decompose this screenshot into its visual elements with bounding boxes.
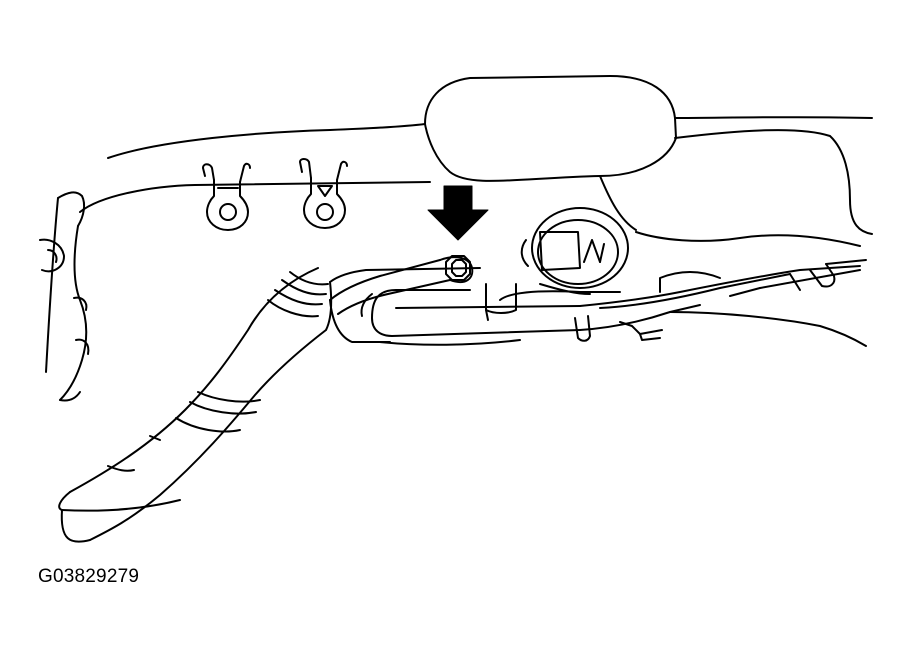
right-pipe-bracket <box>636 232 860 296</box>
left-side-structure <box>40 192 88 400</box>
main-hose <box>59 268 331 542</box>
pipe-assembly <box>330 260 866 342</box>
figure-code-label: G03829279 <box>38 566 140 587</box>
bolt-bracket <box>330 257 472 316</box>
round-component <box>522 208 628 288</box>
upper-body-panel <box>80 76 872 234</box>
down-arrow-icon <box>428 186 488 240</box>
bracket-clip-left <box>203 164 250 230</box>
lower-frame <box>62 284 866 511</box>
bracket-clip-right <box>300 159 347 228</box>
bolt <box>446 256 470 280</box>
